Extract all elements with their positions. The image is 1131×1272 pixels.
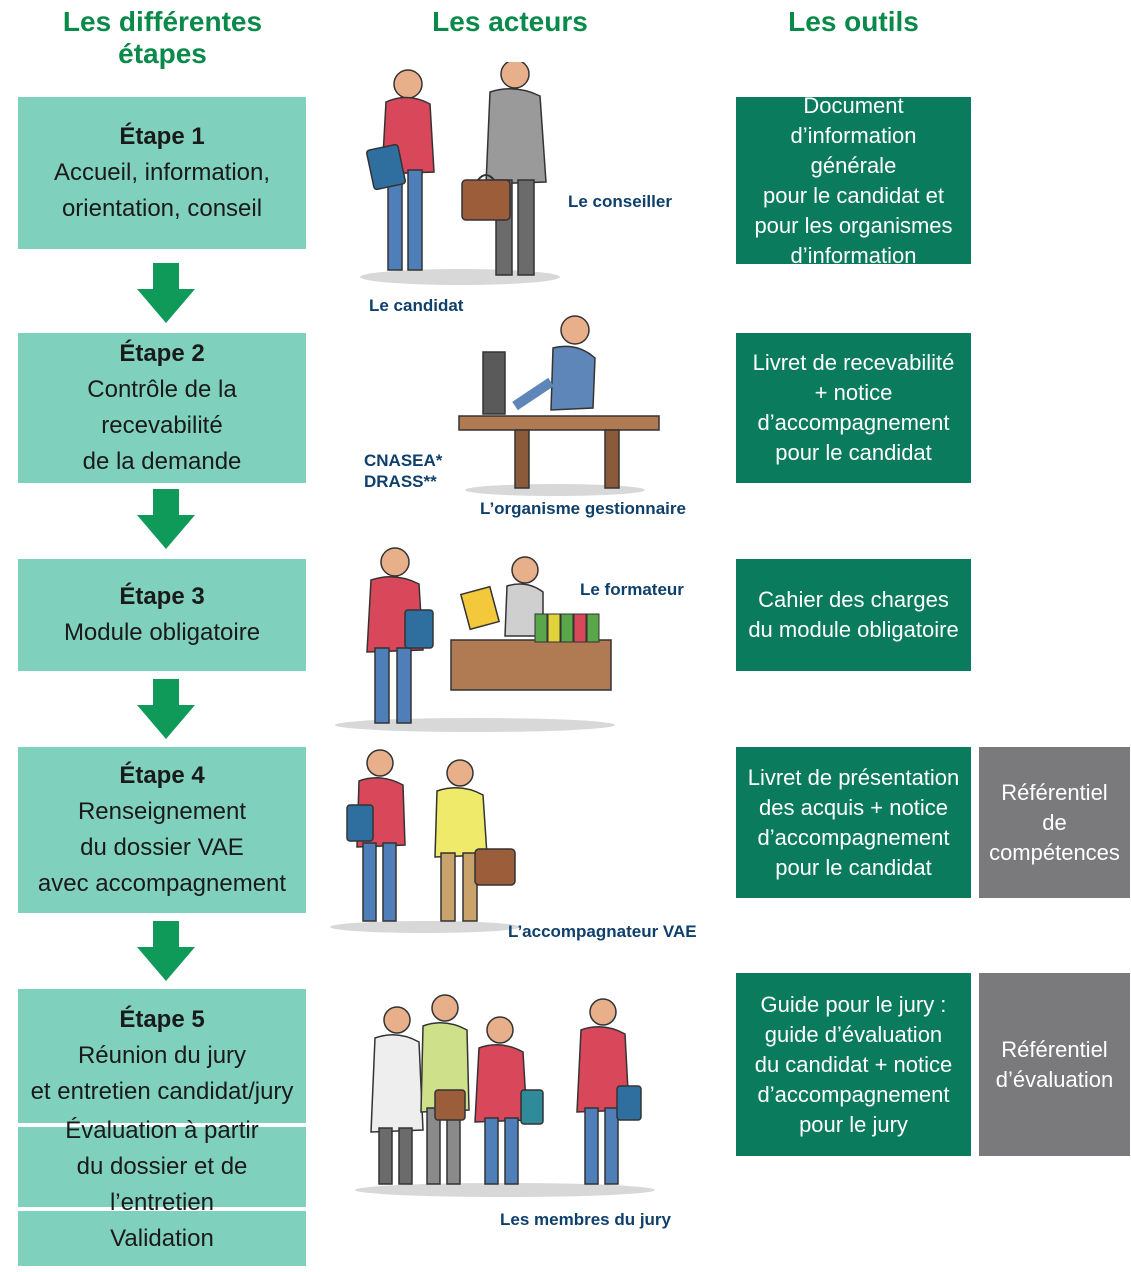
referential-competences-box: Référentiel de compétences [979, 747, 1130, 898]
step-1-text: Accueil, information, orientation, conse… [53, 159, 271, 222]
step-4-text: Renseignement du dossier VAE avec accomp… [37, 798, 287, 897]
step-5-box: Étape 5 Réunion du jury et entretien can… [18, 989, 306, 1123]
tool-box-1: Document d’information générale pour le … [736, 93, 971, 268]
jury-members-illustration [355, 994, 655, 1197]
step-1-box: Étape 1 Accueil, information, orientatio… [18, 97, 306, 249]
step-5-evaluation: Évaluation à partir du dossier et de l’e… [18, 1117, 306, 1216]
step-1-title: Étape 1 [119, 123, 205, 150]
down-arrow-icon [137, 489, 195, 549]
actors-column-header: Les acteurs [432, 6, 588, 37]
referential-evaluation-box: Référentiel d’évaluation [979, 973, 1130, 1156]
step-3-box: Étape 3 Module obligatoire [18, 559, 306, 671]
down-arrow-icon [137, 263, 195, 323]
actor-label-cnasea: CNASEA* [364, 451, 443, 470]
organisme-gestionnaire-illustration [458, 315, 660, 496]
down-arrow-icon [137, 921, 195, 981]
step-5-title: Étape 5 [119, 1006, 205, 1033]
candidat-and-conseiller-illustration [360, 62, 560, 285]
step-4-box: Étape 4 Renseignement du dossier VAE ave… [18, 747, 306, 913]
actor-label-candidat: Le candidat [369, 296, 464, 315]
actor-label-organisme: L’organisme gestionnaire [480, 499, 686, 518]
step-5-validation: Validation [18, 1211, 306, 1266]
tool-box-3: Cahier des charges du module obligatoire [736, 559, 971, 671]
accompagnateur-illustration [330, 749, 520, 933]
steps-column-header: Les différentes étapes [62, 6, 263, 69]
step-2-title: Étape 2 [119, 340, 205, 367]
down-arrow-icon [137, 679, 195, 739]
formateur-illustration [335, 547, 615, 732]
step-2-text: Contrôle de la recevabilité de la demand… [82, 376, 242, 475]
actor-label-drass: DRASS** [364, 472, 437, 491]
tool-box-4: Livret de présentation des acquis + noti… [736, 747, 971, 898]
actor-label-conseiller: Le conseiller [568, 192, 672, 211]
step-2-box: Étape 2 Contrôle de la recevabilité de l… [18, 333, 306, 483]
step-3-text: Module obligatoire [63, 619, 261, 646]
tools-column-header: Les outils [788, 6, 919, 37]
tool-box-5: Guide pour le jury : guide d’évaluation … [736, 973, 971, 1156]
step-5-text: Réunion du jury et entretien candidat/ju… [30, 1042, 294, 1105]
step-3-title: Étape 3 [119, 583, 205, 610]
step-4-title: Étape 4 [119, 762, 205, 789]
actor-label-formateur: Le formateur [580, 580, 684, 599]
actor-label-accompagnateur: L’accompagnateur VAE [508, 922, 697, 941]
actor-label-jury: Les membres du jury [500, 1210, 672, 1229]
tool-box-2: Livret de recevabilité + notice d’accomp… [736, 333, 971, 483]
